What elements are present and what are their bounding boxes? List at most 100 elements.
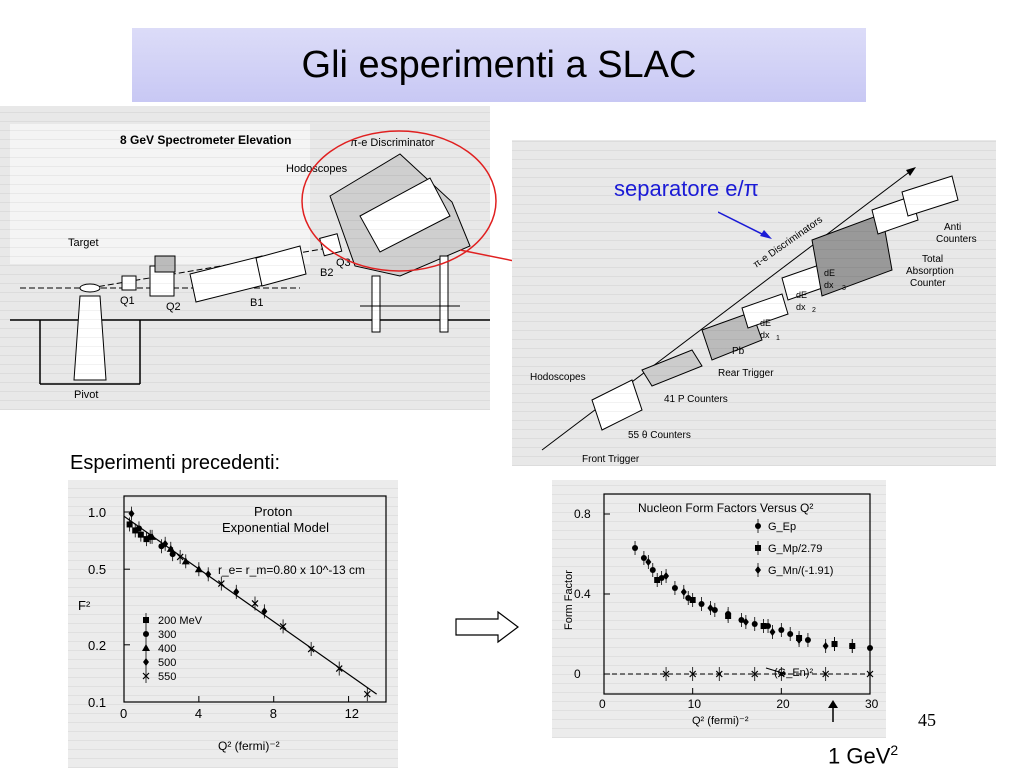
label-counter: Counter xyxy=(910,278,946,289)
previous-label: Esperimenti precedenti: xyxy=(70,452,281,474)
chart2-title: Nucleon Form Factors Versus Q² xyxy=(638,501,813,515)
chart1-ytick-label: 0.2 xyxy=(88,638,106,653)
chart1-ytick-label: 1.0 xyxy=(88,505,106,520)
label-front: Front Trigger xyxy=(582,454,640,465)
chart1-point xyxy=(307,645,315,653)
gev-sup: 2 xyxy=(890,742,899,758)
chart1-point xyxy=(143,536,150,543)
chart2-point xyxy=(796,635,803,641)
label-de2: dE xyxy=(796,290,807,300)
chart2-xtick-label: 0 xyxy=(599,697,606,711)
chart1-title-line2: Exponential Model xyxy=(222,520,329,535)
chart1-bg xyxy=(68,480,398,768)
chart2-legend-label: G_Mn/(-1.91) xyxy=(768,565,833,577)
label-rear: Rear Trigger xyxy=(718,368,774,379)
chart1-legend-label: 550 xyxy=(158,671,176,683)
chart2-series-3 xyxy=(662,667,874,681)
label-anti: Anti xyxy=(944,222,961,233)
label-pb: Pb xyxy=(732,346,745,357)
chart1-point xyxy=(194,565,203,573)
chart1-point xyxy=(233,587,240,596)
chart2-point xyxy=(849,643,856,649)
label-total: Total xyxy=(922,254,943,265)
chart1-legend-marker xyxy=(142,644,150,651)
chart2-point xyxy=(787,631,794,637)
label-dx3: dx xyxy=(824,280,834,290)
chart1-xlabel: Q² (fermi)⁻² xyxy=(218,739,280,753)
chart2-point xyxy=(711,607,718,613)
chart1-title-line1: Proton xyxy=(254,504,292,519)
label-s3: 3 xyxy=(842,285,846,292)
chart1-point xyxy=(137,531,144,538)
chart2-point xyxy=(866,670,874,678)
chart1-xtick-label: 8 xyxy=(270,706,277,721)
chart2-ytick-label: 0.4 xyxy=(574,587,591,601)
chart1-series-4 xyxy=(176,549,371,702)
label-dx1: dx xyxy=(760,330,770,340)
chart1-annotation: r_e= r_m=0.80 x 10^-13 cm xyxy=(218,563,365,577)
chart2-point xyxy=(738,617,745,623)
label-s1: 1 xyxy=(776,335,780,342)
chart1-ylabel: F² xyxy=(78,598,91,613)
chart2-point xyxy=(804,637,811,643)
chart1-ytick-label: 0.5 xyxy=(88,562,106,577)
chart2-legend-label: G_Ep xyxy=(768,521,796,533)
hollow-arrow-icon xyxy=(455,610,519,644)
chart2-series-1 xyxy=(654,573,856,653)
title-banner: Gli esperimenti a SLAC xyxy=(132,28,866,102)
chart1-point xyxy=(135,525,142,532)
chart2-point xyxy=(689,597,696,603)
chart1-legend-label: 300 xyxy=(158,629,176,641)
chart1-legend-marker xyxy=(143,658,149,666)
chart1-point xyxy=(126,521,133,528)
chart1-point xyxy=(279,622,287,630)
chart1-xtick-label: 4 xyxy=(195,706,202,721)
chart2-point xyxy=(649,567,656,573)
chart2-series-2 xyxy=(645,555,829,653)
chart1-legend-label: 500 xyxy=(158,657,176,669)
chart2-frame xyxy=(603,493,871,695)
chart2-point xyxy=(831,641,838,647)
label-s2: 2 xyxy=(812,307,816,314)
chart1-xtick-label: 0 xyxy=(120,706,127,721)
chart2-point xyxy=(662,670,670,678)
chart2-xlabel: Q² (fermi)⁻² xyxy=(692,715,749,727)
chart2-point xyxy=(765,623,772,629)
separator-label: separatore e/π xyxy=(614,176,759,201)
chart2-point xyxy=(707,604,714,612)
chart2-point xyxy=(822,670,830,678)
chart1-ytick-label: 0.1 xyxy=(88,695,106,710)
chart2-legend-marker xyxy=(755,566,761,574)
chart1-xtick-label: 12 xyxy=(345,706,359,721)
chart1-series-3 xyxy=(128,506,268,619)
chart1-point xyxy=(363,690,371,698)
chart1-point xyxy=(251,600,259,607)
chart1-point xyxy=(162,539,169,548)
chart1-frame xyxy=(123,495,387,703)
chart2-xtick-label: 10 xyxy=(688,697,702,711)
chart1-point xyxy=(217,580,225,588)
chart2-point xyxy=(658,575,665,581)
chart2-point xyxy=(769,628,776,636)
chart1-series-1 xyxy=(135,521,176,562)
chart1-point xyxy=(147,533,154,540)
chart2-ytick-label: 0.8 xyxy=(574,507,591,521)
chart1-legend-marker xyxy=(142,672,150,680)
chart1-series-2 xyxy=(148,529,203,577)
gev-text: 1 GeV xyxy=(828,743,891,769)
chart2-gen-label: (G_En)² xyxy=(774,667,813,679)
chart2-point xyxy=(751,670,759,678)
chart1-point xyxy=(166,544,175,552)
chart2-ytick-label: 0 xyxy=(574,667,581,681)
chart1-legend-label: 200 MeV xyxy=(158,615,203,627)
chart1-legend-marker xyxy=(143,617,149,623)
page-number: 45 xyxy=(918,710,936,730)
highlight-ellipse xyxy=(301,130,497,272)
slide-title: Gli esperimenti a SLAC xyxy=(301,44,697,86)
chart1-point xyxy=(132,527,139,534)
separator-arrow-icon xyxy=(718,211,772,239)
chart2-point xyxy=(849,643,856,649)
chart2-point xyxy=(632,545,639,551)
